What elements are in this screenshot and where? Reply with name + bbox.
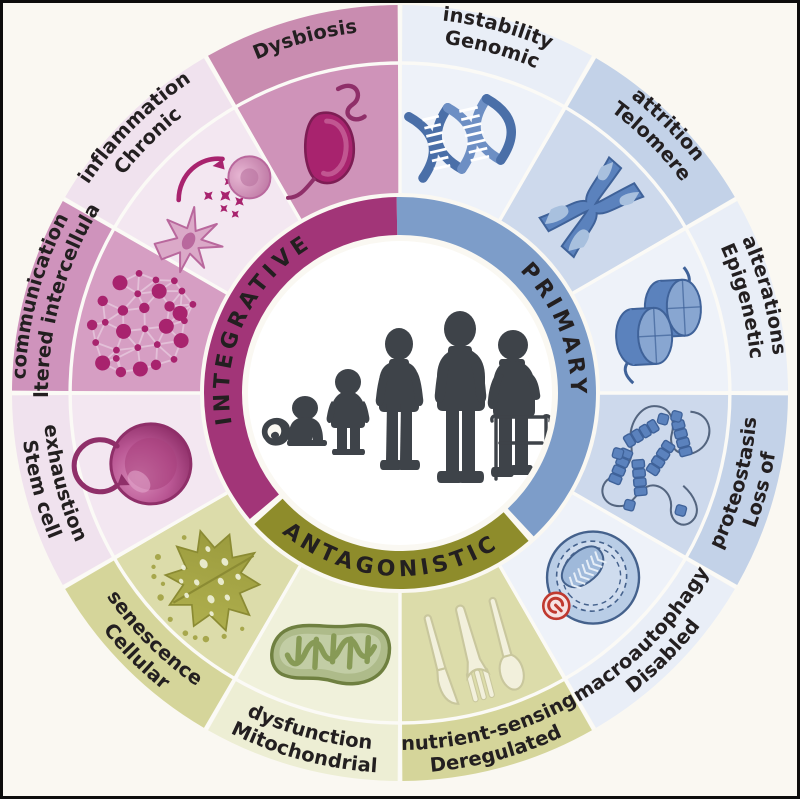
segment-label-band: [402, 679, 592, 781]
ring-arc-primary: [396, 197, 597, 537]
segment-illustration-area: [573, 394, 730, 557]
silhouette-adolescent: [375, 328, 424, 470]
hallmarks-of-aging-wheel: GenomicinstabilityTelomereattritionEpige…: [3, 3, 791, 781]
band-divider-arc: [68, 61, 401, 725]
segment-divider: [63, 197, 228, 295]
cell-network-icon: [86, 269, 197, 378]
silhouette-infant: [287, 396, 327, 446]
inflammatory-cell-icon: [153, 155, 272, 274]
autophagosome-icon: [541, 530, 641, 625]
segment-divider: [63, 491, 228, 589]
self-renewal-arrow-icon: [71, 437, 130, 495]
cytokine-sparkles-icon: [204, 178, 244, 218]
ring-arc-integrative: [203, 197, 398, 519]
bacterium-icon: [285, 83, 367, 200]
nucleosome-icon: [615, 266, 702, 385]
chromosome-icon: [538, 155, 645, 259]
segment-label-band: [208, 679, 398, 781]
segment-label-band: [12, 201, 114, 391]
silhouette-toddler: [326, 369, 370, 455]
segment-divider: [572, 197, 737, 295]
segment-label-band: [12, 395, 114, 585]
segment-divider: [204, 56, 302, 221]
segment-divider: [498, 565, 596, 730]
mitochondrion-icon: [270, 623, 392, 686]
segment-divider: [572, 491, 737, 589]
band-divider-arc: [399, 61, 732, 725]
segment-label-band: [402, 5, 592, 107]
segment-label-band: [65, 559, 234, 728]
protein-fold-icon: [601, 405, 711, 526]
hallmark-icons: [71, 83, 711, 705]
segment-label-band: [208, 5, 398, 107]
segment-label-band: [65, 58, 234, 227]
cutlery-icon: [423, 596, 525, 705]
dna-helix-icon: [404, 94, 516, 183]
target-cell-icon: [227, 155, 272, 200]
silhouette-fetus: [261, 417, 291, 446]
segment-label-band: [686, 201, 788, 391]
dry-leaf-icon: [151, 528, 262, 643]
segment-divider: [204, 565, 302, 730]
hallmark-segment-loss-of-proteostasis[interactable]: [573, 394, 788, 585]
silhouette-adult: [434, 311, 487, 483]
silhouette-elderly: [487, 330, 541, 477]
life-stage-silhouettes: [261, 311, 552, 483]
segment-label-band: [686, 395, 788, 585]
segment-label-band: [566, 559, 735, 728]
segment-label-band: [566, 58, 735, 227]
segment-divider: [498, 56, 596, 221]
stem-cell-icon: [71, 422, 193, 506]
fibroblast-icon: [153, 206, 224, 274]
ring-arc-antagonistic: [254, 498, 529, 589]
